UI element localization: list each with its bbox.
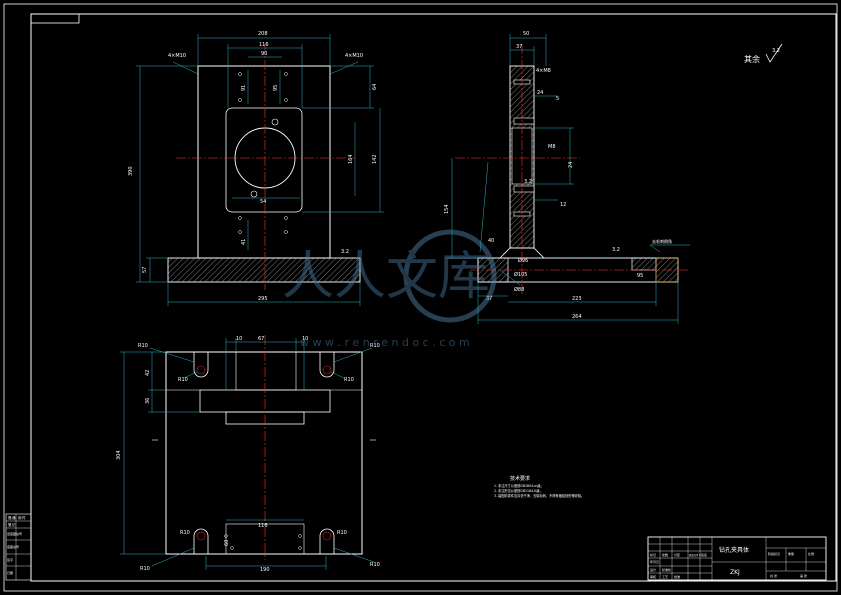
top-view: 10 67 10 304 36 42 R10 R10 R10 R10 R10 R… [116,335,380,573]
tv-dim-bottom: 190 [260,567,270,573]
sv-dim-top-1: 37 [516,44,522,50]
tv-corner-1: R10 [370,343,380,349]
tb-cell-8: 阶段标记 [768,551,780,556]
fv-rough: 3.2 [341,249,349,255]
tech-notes: 技术要求 1. 未注尺寸公差按GB1804-m级。 2. 未注形位公差按GB11… [494,475,584,498]
sv-label-4: 12 [560,202,566,208]
sv-dim-bottom-0: 37 [486,296,492,302]
sv-label-10: Ø88 [514,286,524,293]
side-col-2: 用 [18,516,22,520]
side-col-9: 日期 [7,570,13,575]
fv-dim-top-2: 90 [261,51,267,57]
tb-cell-2: 分区 [674,552,680,557]
drawing-no: ZKJ [730,569,740,576]
fv-inner-3: 54 [260,199,266,205]
tv-corner-7: R10 [370,562,380,568]
sv-label-7: 3.2 [612,247,620,253]
sv-label-12: 40 [488,238,494,244]
tv-dim-top-1: 67 [258,336,264,342]
sv-dim-right: 24 [568,162,574,168]
tb-cell-15: 第 张 [800,573,807,578]
sv-label-9: Ø105 [514,271,527,278]
fv-inner-2: 41 [241,239,247,245]
tv-dim-left-0: 304 [116,450,122,460]
sv-note: 去毛刺倒角 [652,238,672,244]
sv-label-6: 3.2 [524,179,532,185]
fv-dim-bottom: 295 [258,296,268,302]
fv-inner-0: 91 [241,85,247,91]
tv-dim-left-1: 36 [145,398,151,404]
tb-cell-0: 标记 [650,552,656,557]
tv-dim-top-2: 10 [302,336,308,342]
fv-dim-top-1: 116 [259,42,269,48]
sv-dim-bottom-2: 264 [572,314,582,320]
side-col-1: 通 [12,515,16,520]
tech-note-0: 1. 未注尺寸公差按GB1804-m级。 [494,483,544,488]
sheet-border [3,3,838,592]
part-name: 钻孔夹具体 [719,546,749,554]
tb-cell-14: 共 张 [770,573,777,578]
fv-dim-right-2: 164 [348,154,354,164]
tb-cell-1: 处数 [662,552,668,557]
sv-dim-bottom-1: 223 [572,296,582,302]
sv-label-0: 4×M8 [536,68,551,74]
tv-corner-4: R10 [180,530,190,536]
sv-label-1: 24 [537,90,543,96]
tb-cell-10: 比例 [808,551,814,556]
tech-notes-title: 技术要求 [510,475,530,482]
side-col-5: 记 [12,522,16,527]
sv-dim-top-0: 50 [523,31,529,37]
fv-inner-1: 95 [273,85,279,91]
tv-dim-top-0: 10 [236,336,242,342]
tv-corner-3: R10 [344,377,354,383]
tv-corner-2: R10 [178,377,188,383]
title-block: 钻孔夹具体 ZKJ 标记 处数 分区 更改文件号 签名 年月日 设计 标准化 阶… [647,536,827,581]
side-col-7: 底图总号 [7,544,19,549]
sv-label-3: M8 [548,144,556,150]
tb-cell-4: 签名 [701,552,707,557]
tv-inner-0: 116 [258,523,268,529]
fv-dim-right-0: 64 [372,84,378,90]
tech-note-2: 3. 装配前零件应清洗干净，去除毛刺，不得有磕碰划伤等缺陷。 [494,493,584,498]
front-view: 208 116 90 390 57 64 142 164 4×M10 4×M10… [128,31,384,306]
sv-label-11: 95 [637,273,643,279]
side-col-4: 登 [8,522,12,527]
tb-cell-9: 重量 [788,551,794,556]
watermark-logo-text: 人人文库 [282,247,490,307]
side-view: 50 37 4×M8 24 5 M8 12 154 3.2 3.2 Ø96 Ø1… [444,31,690,324]
roughness-label: 其余 [744,54,760,64]
fv-hole-right: 4×M10 [345,53,363,59]
tb-cell-3: 更改文件号 [689,553,702,557]
roughness-value: 3.2 [772,48,780,54]
fv-dim-top-0: 208 [258,31,268,37]
roughness-note: 其余 3.2 [744,43,783,64]
fv-hole-left: 4×M10 [168,53,186,59]
tb-cell-12: 工艺 [662,574,668,579]
tech-note-1: 2. 未注形位公差按GB1184-K级。 [494,488,543,493]
sv-label-8: Ø96 [518,257,528,264]
sv-label-2: 5 [556,96,559,102]
tb-cell-7: 标准化 [662,567,671,572]
fv-dim-left-1: 57 [142,267,148,273]
tv-corner-5: R10 [337,530,347,536]
tv-dim-left-2: 42 [145,370,151,376]
tv-corner-6: R10 [140,566,150,572]
side-col-6: 旧底图总号 [7,531,22,536]
tb-cell-13: 批准 [674,574,680,579]
watermark: 人人文库 w w w . r e n r e n d o c . c o m [282,229,497,349]
watermark-url: w w w . r e n r e n d o c . c o m [300,336,470,349]
fv-dim-right-1: 142 [372,154,378,164]
fv-dim-left-0: 390 [128,166,134,176]
tb-cell-5: 年月日 [650,559,659,564]
side-col-8: 签字 [7,557,13,562]
tv-inner-1: 60 [224,540,230,546]
side-col-3: 件 [22,515,26,520]
tb-cell-6: 设计 [650,567,656,572]
side-column: 借 通 用 件 登 记 旧底图总号 底图总号 签字 日期 [5,513,32,581]
side-col-0: 借 [8,515,12,520]
tv-corner-0: R10 [138,343,148,349]
sv-label-5: 154 [444,204,450,214]
tb-cell-11: 审核 [650,574,656,579]
